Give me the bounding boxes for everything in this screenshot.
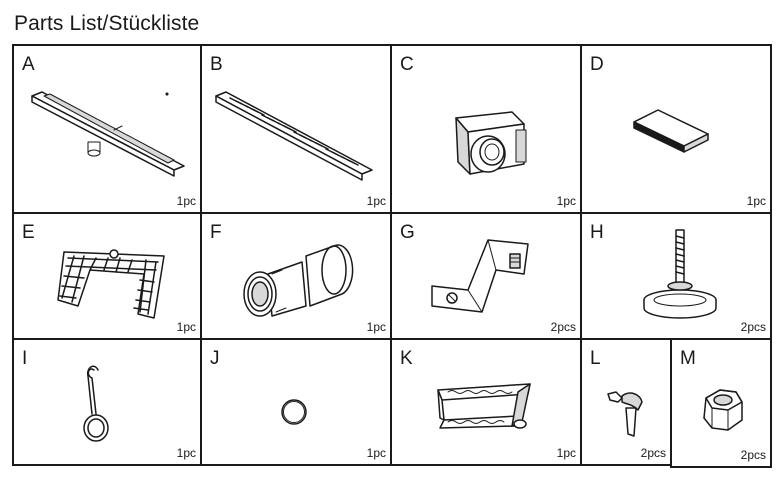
part-letter: B <box>210 54 223 75</box>
hair-strainer-icon <box>57 249 165 319</box>
part-letter: C <box>400 54 414 75</box>
part-cell-d: D 1pc <box>580 44 772 214</box>
part-quantity: 1pc <box>176 320 196 334</box>
part-quantity: 1pc <box>366 194 386 208</box>
part-cell-c: C 1pc <box>390 44 582 214</box>
pipe-connector-icon <box>243 244 354 317</box>
part-quantity: 2pcs <box>640 446 666 460</box>
part-cell-g: G 2pcs <box>390 212 582 340</box>
part-letter: H <box>590 222 604 243</box>
part-quantity: 1pc <box>176 446 196 460</box>
o-ring-icon <box>281 399 307 425</box>
part-quantity: 1pc <box>556 194 576 208</box>
adjustable-foot-icon <box>643 229 717 319</box>
part-letter: E <box>22 222 35 243</box>
part-quantity: 2pcs <box>740 320 766 334</box>
part-cell-e: E 1pc <box>12 212 202 340</box>
part-letter: K <box>400 348 413 369</box>
lifting-hook-icon <box>83 365 109 442</box>
part-cell-m: M 2pcs <box>670 338 772 468</box>
part-letter: M <box>680 348 696 369</box>
part-letter: D <box>590 54 604 75</box>
grate-cover-icon <box>215 91 373 181</box>
drain-channel-icon <box>31 91 185 177</box>
part-quantity: 1pc <box>366 320 386 334</box>
part-quantity: 2pcs <box>740 448 766 462</box>
part-cell-b: B 1pc <box>200 44 392 214</box>
pad-icon <box>633 109 709 153</box>
part-letter: L <box>590 348 601 369</box>
part-cell-a: A 1pc <box>12 44 202 214</box>
outlet-box-icon <box>455 111 527 175</box>
part-letter: J <box>210 348 220 369</box>
part-letter: G <box>400 222 415 243</box>
part-cell-f: F 1pc <box>200 212 392 340</box>
part-letter: F <box>210 222 222 243</box>
part-cell-j: J 1pc <box>200 338 392 466</box>
part-quantity: 1pc <box>176 194 196 208</box>
part-cell-l: L 2pcs <box>580 338 672 466</box>
part-cell-h: H 2pcs <box>580 212 772 340</box>
part-letter: I <box>22 348 28 369</box>
part-cell-k: K 1pc <box>390 338 582 466</box>
hex-nut-icon <box>703 389 743 431</box>
wall-plug-icon <box>607 391 643 437</box>
mounting-bracket-icon <box>431 239 529 313</box>
page-title: Parts List/Stückliste <box>14 12 200 35</box>
part-quantity: 1pc <box>556 446 576 460</box>
seal-tape-icon <box>437 383 531 429</box>
part-quantity: 2pcs <box>550 320 576 334</box>
part-quantity: 1pc <box>366 446 386 460</box>
part-letter: A <box>22 54 35 75</box>
part-cell-i: I 1pc <box>12 338 202 466</box>
part-quantity: 1pc <box>746 194 766 208</box>
